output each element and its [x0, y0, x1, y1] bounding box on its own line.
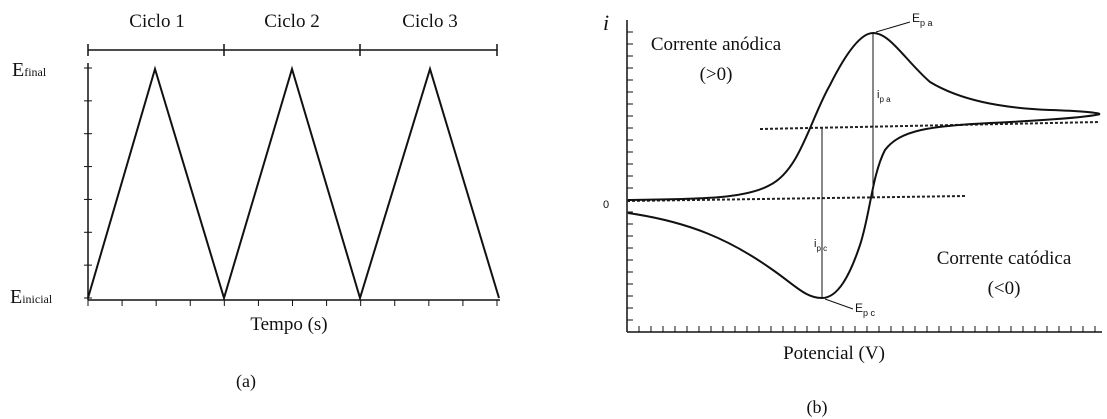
baseline-zero [626, 195, 966, 202]
a-caption: (a) [236, 371, 256, 392]
e-final-label: Efinal [12, 59, 47, 81]
cycle-label-3: Ciclo 3 [402, 11, 457, 32]
a-y-ticks [84, 67, 92, 299]
cathodic-sign-label: (<0) [988, 278, 1021, 299]
e-inicial-label: Einicial [10, 286, 53, 308]
cycle-label-1: Ciclo 1 [129, 11, 184, 32]
b-x-ticks [626, 326, 1096, 332]
a-x-ticks [87, 300, 498, 306]
epc-label: Ep c [855, 301, 876, 318]
b-x-axis-label: Potencial (V) [783, 343, 885, 364]
ipc-label: ip c [814, 238, 827, 253]
b-caption: (b) [807, 397, 828, 418]
a-x-axis-label: Tempo (s) [250, 314, 327, 335]
epc-pointer [824, 298, 854, 310]
cycle-label-2: Ciclo 2 [264, 11, 319, 32]
baseline-anodic [759, 121, 1101, 130]
b-y-axis-label: i [603, 10, 609, 35]
ipa-label: ip a [877, 89, 891, 104]
epa-label: Ep a [912, 11, 933, 28]
voltammogram-forward-curve [627, 31, 1101, 201]
panel-a: Ciclo 1 Ciclo 2 Ciclo 3 Efinal Einicial … [10, 11, 500, 392]
epa-pointer [875, 21, 911, 33]
panel-b: i 0 Corrente anódica (>0) Corrente catód… [603, 10, 1102, 418]
cathodic-current-label: Corrente catódica [937, 248, 1072, 269]
anodic-sign-label: (>0) [700, 64, 733, 85]
voltammogram-reverse-curve [627, 113, 1101, 300]
cycle-header [87, 44, 498, 56]
zero-label: 0 [603, 199, 609, 211]
anodic-current-label: Corrente anódica [651, 34, 782, 55]
b-y-ticks [627, 31, 633, 333]
triangular-waveform [87, 65, 500, 302]
